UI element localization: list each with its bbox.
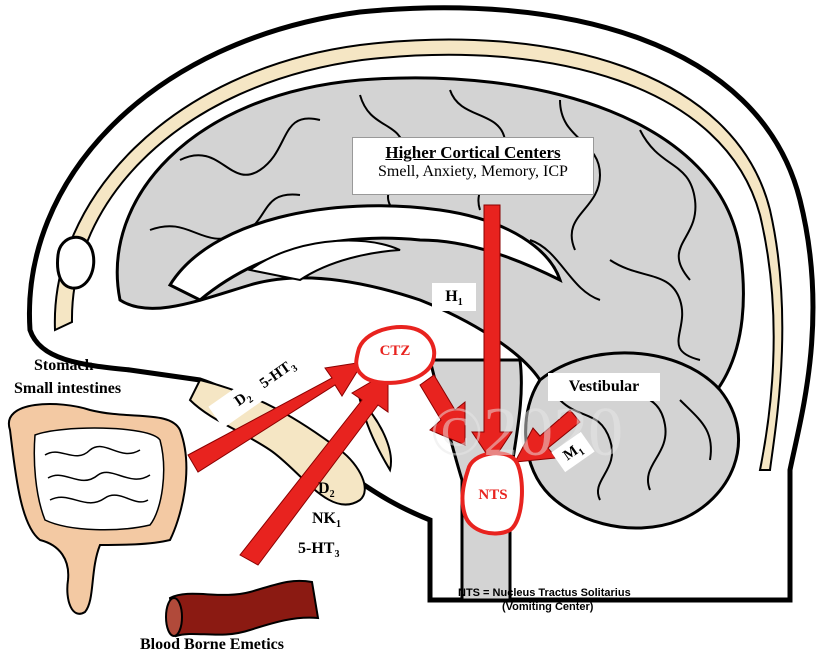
h1-sub: 1 bbox=[458, 297, 463, 308]
frontal-sinus bbox=[58, 237, 94, 288]
blood-nk1-label: NK1 bbox=[312, 510, 341, 530]
blood-d2-label: D2 bbox=[318, 480, 335, 500]
cortical-centers-title: Higher Cortical Centers bbox=[353, 143, 593, 163]
intestines-illustration bbox=[9, 404, 186, 614]
watermark: ©2020 bbox=[430, 394, 623, 471]
cortical-centers-subtitle: Smell, Anxiety, Memory, ICP bbox=[353, 163, 593, 181]
blood-borne-emetics-label: Blood Borne Emetics bbox=[140, 636, 284, 654]
blood-ht3-label: 5-HT3 bbox=[298, 540, 339, 560]
ctz-label: CTZ bbox=[370, 343, 420, 360]
nts-label: NTS bbox=[468, 487, 518, 504]
ht3-b-sub: 3 bbox=[334, 549, 339, 560]
small-intestine bbox=[34, 428, 163, 530]
small-intestines-label: Small intestines bbox=[14, 380, 121, 398]
ht3-b-text: 5-HT bbox=[298, 540, 334, 557]
footnote-line1: NTS = Nucleus Tractus Solitarius bbox=[458, 587, 631, 599]
blood-vessel-illustration bbox=[166, 581, 318, 636]
nk1-sub: 1 bbox=[336, 519, 341, 530]
blood-vessel-opening bbox=[166, 598, 182, 636]
blood-vessel-body bbox=[170, 581, 318, 636]
d2-b-sub: 2 bbox=[330, 489, 335, 500]
m1-text: M bbox=[561, 443, 582, 464]
nk1-text: NK bbox=[312, 510, 336, 527]
footnote-line2: (Vomiting Center) bbox=[502, 601, 593, 613]
stomach-label: Stomach bbox=[34, 357, 94, 375]
vestibular-label: Vestibular bbox=[548, 373, 660, 401]
h1-text: H bbox=[445, 288, 457, 305]
h1-label: H1 bbox=[432, 283, 476, 311]
d2-b-text: D bbox=[318, 480, 330, 497]
cortical-centers-box: Higher Cortical Centers Smell, Anxiety, … bbox=[352, 137, 594, 195]
